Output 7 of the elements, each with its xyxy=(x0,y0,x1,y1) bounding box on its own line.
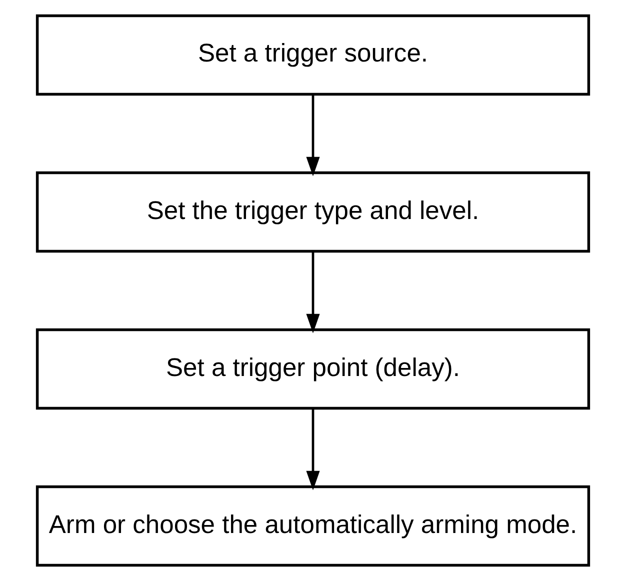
node-box: Set a trigger source. xyxy=(35,14,590,96)
node-box: Set a trigger point (delay). xyxy=(35,328,590,410)
arrow xyxy=(306,408,320,490)
arrow xyxy=(306,252,320,334)
node-box: Arm or choose the automatically arming mode. xyxy=(35,485,590,567)
node-box: Set the trigger type and level. xyxy=(35,171,590,253)
arrow xyxy=(306,94,320,176)
